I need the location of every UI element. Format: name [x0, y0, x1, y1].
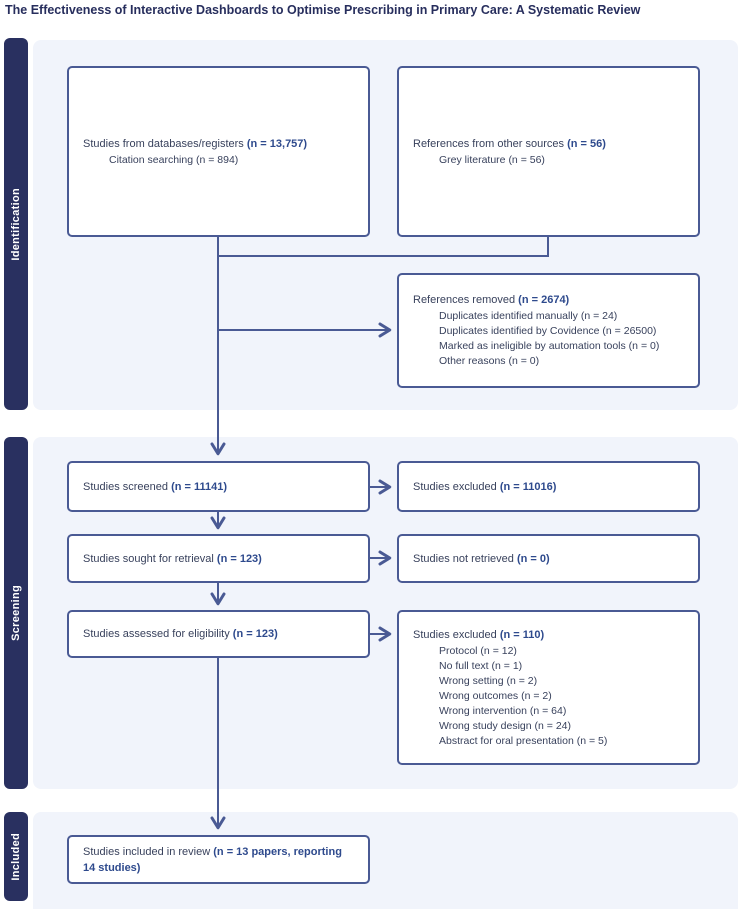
- box-sub-item: Wrong intervention (n = 64): [439, 704, 567, 717]
- box-sub-list: Grey literature (n = 56): [413, 153, 688, 168]
- box-studies-sought-retrieval: Studies sought for retrieval (n = 123): [67, 534, 370, 583]
- box-sub-item: Duplicates identified by Covidence (n = …: [439, 325, 657, 337]
- box-sub-item: Duplicates identified manually (n = 24): [439, 310, 618, 322]
- box-main-text: Studies excluded (n = 11016): [413, 480, 557, 493]
- box-main-text: Studies assessed for eligibility (n = 12…: [83, 628, 278, 640]
- identification-sidebar: Identification: [4, 38, 28, 410]
- box-studies-from-databases: Studies from databases/registers (n = 13…: [67, 66, 370, 237]
- box-sub-item: Wrong study design (n = 24): [439, 719, 572, 732]
- box-references-other-sources: References from other sources (n = 56) G…: [397, 66, 700, 237]
- box-studies-screened: Studies screened (n = 11141): [67, 461, 370, 512]
- box-main-text: Studies from databases/registers (n = 13…: [83, 137, 308, 150]
- box-sub-item: Other reasons (n = 0): [439, 355, 540, 367]
- box-main-text: Studies included in review (n = 13 paper…: [83, 845, 342, 874]
- box-sub-item: Wrong setting (n = 2): [439, 674, 538, 687]
- box-studies-not-retrieved: Studies not retrieved (n = 0): [397, 534, 700, 583]
- box-main-text: References removed (n = 2674): [413, 294, 570, 306]
- box-main-text: Studies excluded (n = 110): [413, 628, 545, 641]
- box-sub-item: Protocol (n = 12): [439, 644, 517, 657]
- box-sub-item: Citation searching (n = 894): [109, 153, 239, 166]
- included-sidebar: Included: [4, 812, 28, 901]
- screening-sidebar-label: Screening: [10, 585, 22, 641]
- box-studies-included-review: Studies included in review (n = 13 paper…: [67, 835, 370, 884]
- box-main-text: Studies not retrieved (n = 0): [413, 552, 550, 565]
- included-sidebar-label: Included: [10, 832, 22, 881]
- box-sub-item: Abstract for oral presentation (n = 5): [439, 734, 608, 747]
- box-studies-assessed-eligibility: Studies assessed for eligibility (n = 12…: [67, 610, 370, 658]
- screening-sidebar: Screening: [4, 437, 28, 789]
- box-sub-item: Marked as ineligible by automation tools…: [439, 340, 660, 352]
- box-sub-list: Citation searching (n = 894): [83, 153, 358, 168]
- box-sub-item: Wrong outcomes (n = 2): [439, 689, 552, 702]
- box-studies-excluded-screening: Studies excluded (n = 11016): [397, 461, 700, 512]
- identification-sidebar-label: Identification: [10, 187, 22, 261]
- box-references-removed: References removed (n = 2674) Duplicates…: [397, 273, 700, 388]
- box-main-text: Studies sought for retrieval (n = 123): [83, 552, 262, 565]
- box-sub-list: Duplicates identified manually (n = 24) D…: [413, 309, 688, 369]
- box-main-text: Studies screened (n = 11141): [83, 480, 228, 493]
- box-sub-item: Grey literature (n = 56): [439, 153, 545, 166]
- page-title: The Effectiveness of Interactive Dashboa…: [5, 3, 641, 17]
- box-studies-excluded-eligibility: Studies excluded (n = 110) Protocol (n =…: [397, 610, 700, 765]
- box-sub-list: Protocol (n = 12) No full text (n = 1) Wro…: [413, 644, 688, 749]
- box-main-text: References from other sources (n = 56): [413, 137, 606, 150]
- box-sub-item: No full text (n = 1): [439, 659, 523, 672]
